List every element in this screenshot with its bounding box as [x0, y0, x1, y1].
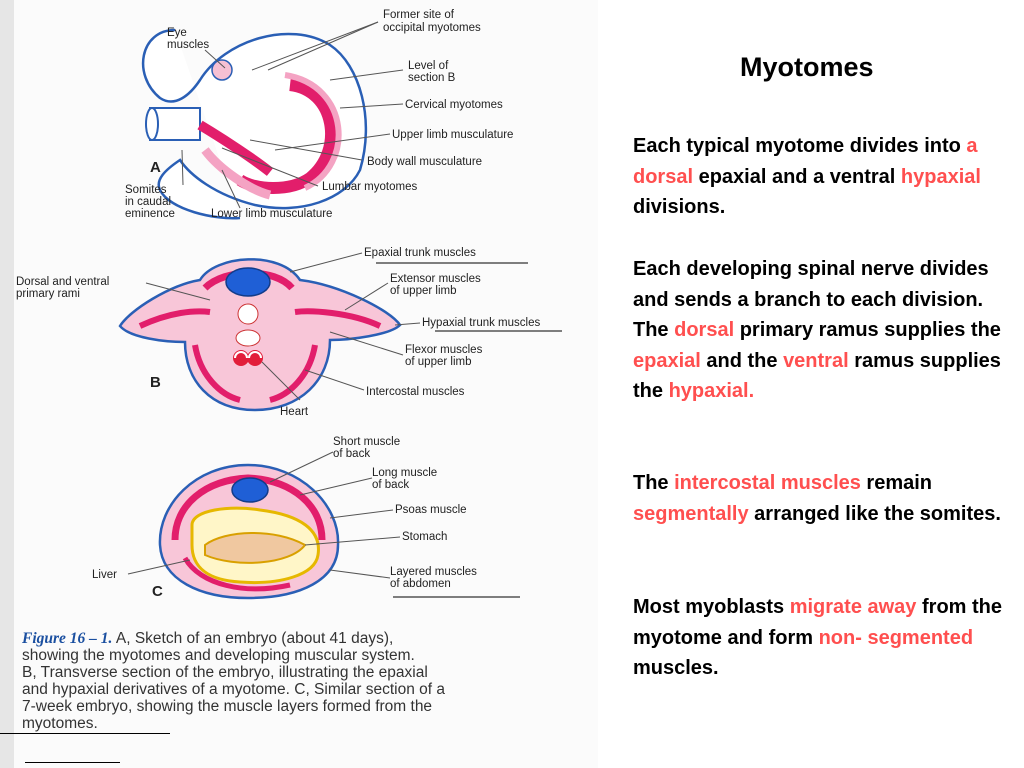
panel-c-leaders: [127, 451, 401, 579]
svg-text:of back: of back: [372, 479, 409, 491]
svg-text:eminence: eminence: [125, 208, 175, 220]
label-flexor: Flexor muscles: [405, 344, 483, 356]
label-former-site: Former site of: [383, 9, 455, 21]
svg-text:primary rami: primary rami: [16, 288, 80, 300]
panel-a-drawing: [142, 28, 368, 220]
panel-letter-b: B: [150, 374, 161, 391]
slide-title: Myotomes: [740, 52, 874, 82]
label-heart: Heart: [280, 406, 309, 418]
embryo-figure: Former site of occipital myotomes Eye mu…: [16, 9, 562, 600]
svg-text:of upper limb: of upper limb: [390, 285, 456, 297]
caption-rule: [0, 733, 170, 734]
panel-a-leaders: [181, 21, 404, 209]
label-long-muscle: Long muscle: [372, 467, 437, 479]
label-lumbar: Lumbar myotomes: [322, 181, 417, 193]
label-psoas: Psoas muscle: [395, 504, 467, 516]
paragraph-myotome-divisions: Each typical myotome divides into a dors…: [633, 135, 981, 218]
svg-text:occipital myotomes: occipital myotomes: [383, 22, 481, 34]
panel-a-labels: Former site of occipital myotomes Eye mu…: [125, 9, 513, 220]
panel-b-labels: Epaxial trunk muscles Dorsal and ventral…: [16, 247, 540, 418]
figure-caption: Figure 16 – 1. A, Sketch of an embryo (a…: [22, 630, 445, 732]
paragraph-intercostal: The intercostal muscles remain segmental…: [633, 472, 1001, 525]
label-lower-limb: Lower limb musculature: [211, 208, 332, 220]
paragraph-myoblasts: Most myoblasts migrate away from the myo…: [633, 596, 1002, 679]
figure-panel: Former site of occipital myotomes Eye mu…: [0, 0, 562, 768]
label-eye-muscles: Eye: [167, 27, 187, 39]
svg-text:section B: section B: [408, 72, 456, 84]
svg-text:muscles: muscles: [167, 39, 209, 51]
label-intercostal: Intercostal muscles: [366, 386, 465, 398]
panel-letter-c: C: [152, 583, 163, 600]
panel-b-leaders: [145, 252, 421, 401]
scan-edge: [0, 0, 14, 768]
label-rami: Dorsal and ventral: [16, 276, 109, 288]
svg-text:in caudal: in caudal: [125, 196, 171, 208]
svg-text:of abdomen: of abdomen: [390, 578, 451, 590]
panel-c-drawing: [158, 463, 340, 600]
svg-text:of upper limb: of upper limb: [405, 356, 471, 368]
label-cervical: Cervical myotomes: [405, 99, 503, 111]
svg-text:of back: of back: [333, 448, 370, 460]
label-extensor: Extensor muscles: [390, 273, 481, 285]
label-level-section: Level of: [408, 60, 449, 72]
label-epaxial: Epaxial trunk muscles: [364, 247, 476, 259]
label-stomach: Stomach: [402, 531, 447, 543]
panel-c-labels: Short muscle of back Long muscle of back…: [92, 436, 477, 600]
panel-b-drawing: [118, 258, 402, 412]
label-liver: Liver: [92, 569, 117, 581]
label-hypaxial: Hypaxial trunk muscles: [422, 317, 540, 329]
caption-rule-2: [25, 762, 120, 763]
label-short-muscle: Short muscle: [333, 436, 400, 448]
label-layered: Layered muscles: [390, 566, 477, 578]
figure-number: Figure 16 – 1.: [22, 630, 113, 647]
label-upper-limb: Upper limb musculature: [392, 129, 513, 141]
label-body-wall: Body wall musculature: [367, 156, 482, 168]
paragraph-spinal-nerve: Each developing spinal nerve divides and…: [633, 258, 1001, 402]
panel-letter-a: A: [150, 159, 161, 176]
label-somites: Somites: [125, 184, 167, 196]
